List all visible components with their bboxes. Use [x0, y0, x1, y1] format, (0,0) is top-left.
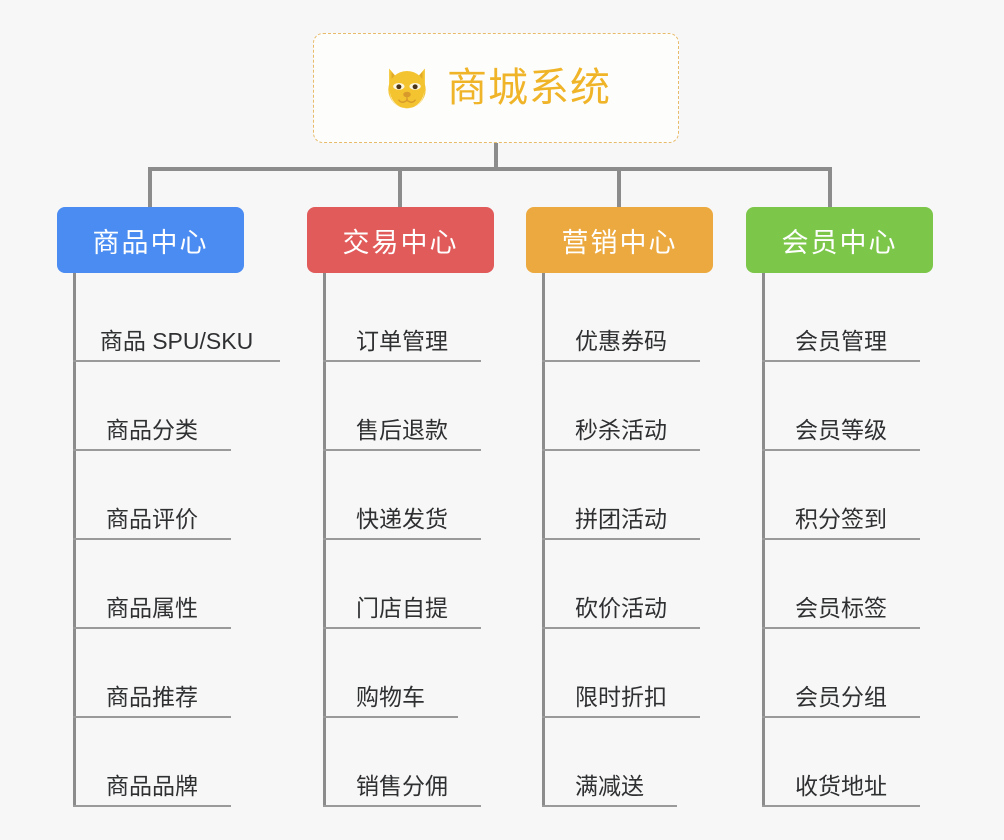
leaf-label: 售后退款: [356, 416, 448, 443]
leaf-label: 门店自提: [356, 594, 448, 621]
connector-drop-4: [828, 167, 832, 209]
leaf-label: 拼团活动: [575, 505, 667, 532]
branch-商品中心: 商品中心 商品 SPU/SKU 商品分类 商品评价 商品属性 商品推荐 商品品牌: [57, 207, 280, 807]
list-item[interactable]: 拼团活动: [542, 451, 700, 540]
leaf-list-1: 商品 SPU/SKU 商品分类 商品评价 商品属性 商品推荐 商品品牌: [73, 273, 280, 807]
list-item[interactable]: 会员分组: [762, 629, 920, 718]
branch-spine-3: [542, 273, 545, 807]
list-item[interactable]: 商品评价: [73, 451, 231, 540]
branch-header-4[interactable]: 会员中心: [746, 207, 933, 273]
root-title: 商城系统: [447, 66, 611, 110]
leaf-label: 销售分佣: [356, 772, 448, 799]
connector-horizontal-bar: [148, 167, 832, 171]
leaf-list-3: 优惠券码 秒杀活动 拼团活动 砍价活动 限时折扣 满减送: [542, 273, 700, 807]
branch-title-2: 交易中心: [342, 227, 459, 258]
branch-spine-4: [762, 273, 765, 807]
leaf-label: 商品属性: [106, 594, 198, 621]
branch-交易中心: 交易中心 订单管理 售后退款 快递发货 门店自提 购物车 销售分佣: [307, 207, 494, 807]
leaf-label: 会员标签: [795, 594, 887, 621]
branch-header-1[interactable]: 商品中心: [57, 207, 244, 273]
branch-会员中心: 会员中心 会员管理 会员等级 积分签到 会员标签 会员分组 收货地址: [746, 207, 933, 807]
branch-title-4: 会员中心: [781, 227, 898, 258]
list-item[interactable]: 会员标签: [762, 540, 920, 629]
list-item[interactable]: 会员管理: [762, 273, 920, 362]
leaf-label: 快递发货: [356, 505, 448, 532]
branch-title-3: 营销中心: [561, 227, 678, 258]
branch-营销中心: 营销中心 优惠券码 秒杀活动 拼团活动 砍价活动 限时折扣 满减送: [526, 207, 713, 807]
list-item[interactable]: 商品推荐: [73, 629, 231, 718]
leaf-label: 购物车: [356, 683, 425, 710]
leaf-label: 限时折扣: [575, 683, 667, 710]
list-item[interactable]: 销售分佣: [323, 718, 481, 807]
list-item[interactable]: 会员等级: [762, 362, 920, 451]
leaf-label: 积分签到: [795, 505, 887, 532]
dog-face-icon: [381, 62, 433, 114]
leaf-label: 收货地址: [795, 772, 887, 799]
connector-drop-1: [148, 167, 152, 209]
leaf-label: 满减送: [575, 772, 644, 799]
branch-spine-1: [73, 273, 76, 807]
list-item[interactable]: 快递发货: [323, 451, 481, 540]
leaf-label: 商品 SPU/SKU: [99, 327, 254, 354]
root-node[interactable]: 商城系统: [313, 33, 679, 143]
list-item[interactable]: 优惠券码: [542, 273, 700, 362]
leaf-label: 优惠券码: [575, 327, 667, 354]
list-item[interactable]: 秒杀活动: [542, 362, 700, 451]
leaf-label: 订单管理: [356, 327, 448, 354]
branch-header-2[interactable]: 交易中心: [307, 207, 494, 273]
leaf-list-4: 会员管理 会员等级 积分签到 会员标签 会员分组 收货地址: [762, 273, 920, 807]
leaf-label: 会员分组: [795, 683, 887, 710]
list-item[interactable]: 限时折扣: [542, 629, 700, 718]
list-item[interactable]: 满减送: [542, 718, 677, 807]
list-item[interactable]: 收货地址: [762, 718, 920, 807]
leaf-label: 秒杀活动: [575, 416, 667, 443]
branch-spine-2: [323, 273, 326, 807]
list-item[interactable]: 购物车: [323, 629, 458, 718]
list-item[interactable]: 商品品牌: [73, 718, 231, 807]
leaf-label: 商品分类: [106, 416, 198, 443]
leaf-label: 砍价活动: [575, 594, 667, 621]
list-item[interactable]: 砍价活动: [542, 540, 700, 629]
leaf-label: 商品评价: [106, 505, 198, 532]
leaf-label: 商品品牌: [106, 772, 198, 799]
list-item[interactable]: 商品属性: [73, 540, 231, 629]
branch-title-1: 商品中心: [92, 227, 209, 258]
leaf-label: 会员管理: [795, 327, 887, 354]
list-item[interactable]: 订单管理: [323, 273, 481, 362]
list-item[interactable]: 商品 SPU/SKU: [73, 273, 280, 362]
leaf-label: 会员等级: [795, 416, 887, 443]
list-item[interactable]: 售后退款: [323, 362, 481, 451]
branch-header-3[interactable]: 营销中心: [526, 207, 713, 273]
leaf-list-2: 订单管理 售后退款 快递发货 门店自提 购物车 销售分佣: [323, 273, 481, 807]
leaf-label: 商品推荐: [106, 683, 198, 710]
list-item[interactable]: 门店自提: [323, 540, 481, 629]
connector-drop-2: [398, 167, 402, 209]
list-item[interactable]: 商品分类: [73, 362, 231, 451]
list-item[interactable]: 积分签到: [762, 451, 920, 540]
connector-root-stem: [494, 143, 498, 170]
connector-drop-3: [617, 167, 621, 209]
